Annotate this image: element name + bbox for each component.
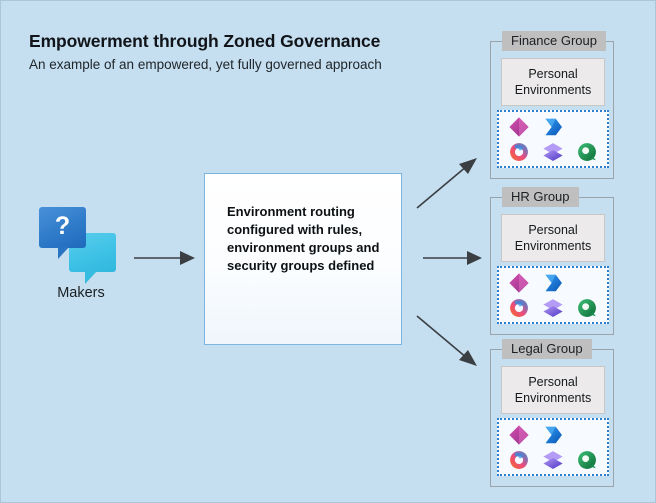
makers-label: Makers — [57, 285, 105, 301]
page-title: Empowerment through Zoned Governance — [29, 31, 381, 51]
arrow-makers-to-process — [134, 251, 195, 265]
power-apps-icon[interactable] — [508, 116, 530, 138]
group-card-hr[interactable]: HR Group Personal Environments — [490, 187, 614, 335]
copilot-studio-icon[interactable] — [576, 297, 598, 319]
arrow-process-to-hr — [423, 251, 482, 265]
power-pages-icon[interactable] — [542, 449, 564, 471]
power-automate-icon[interactable] — [542, 272, 564, 294]
speech-bubble-question-icon: ? — [39, 207, 86, 259]
question-mark-glyph: ? — [54, 212, 71, 240]
copilot-icon[interactable] — [508, 449, 530, 471]
group-card-finance[interactable]: Finance Group Personal Environments — [490, 31, 614, 179]
process-box: Environment routing configured with rule… — [204, 173, 402, 345]
arrow-process-to-finance — [416, 158, 477, 209]
copilot-icon[interactable] — [508, 297, 530, 319]
personal-environments-box: Personal Environments — [501, 214, 605, 262]
environment-apps-panel — [497, 266, 609, 324]
group-card-legal[interactable]: Legal Group Personal Environments — [490, 339, 614, 487]
personal-environments-box: Personal Environments — [501, 58, 605, 106]
copilot-studio-icon[interactable] — [576, 449, 598, 471]
group-label: Finance Group — [502, 31, 606, 51]
arrow-process-to-legal — [416, 315, 477, 366]
page-subtitle: An example of an empowered, yet fully go… — [29, 57, 382, 72]
power-pages-icon[interactable] — [542, 297, 564, 319]
speech-bubble-tail — [85, 271, 97, 284]
power-apps-icon[interactable] — [508, 424, 530, 446]
copilot-icon[interactable] — [508, 141, 530, 163]
copilot-studio-icon[interactable] — [576, 141, 598, 163]
power-pages-icon[interactable] — [542, 141, 564, 163]
makers-node: ? Makers — [31, 201, 131, 311]
environment-apps-panel — [497, 418, 609, 476]
group-label: Legal Group — [502, 339, 592, 359]
group-label: HR Group — [502, 187, 579, 207]
process-box-text: Environment routing configured with rule… — [227, 204, 380, 273]
speech-bubble-tail — [58, 247, 69, 259]
power-automate-icon[interactable] — [542, 116, 564, 138]
power-automate-icon[interactable] — [542, 424, 564, 446]
personal-environments-box: Personal Environments — [501, 366, 605, 414]
environment-apps-panel — [497, 110, 609, 168]
power-apps-icon[interactable] — [508, 272, 530, 294]
